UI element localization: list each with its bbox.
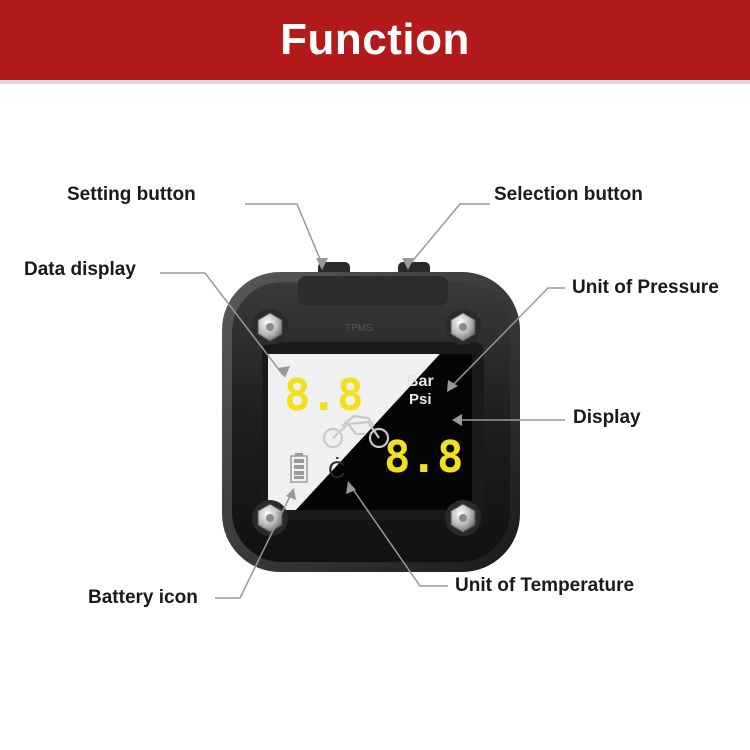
header-divider xyxy=(0,80,750,84)
temperature-digits: 8.8 xyxy=(384,432,463,483)
label-unit-of-pressure: Unit of Pressure xyxy=(572,277,719,298)
pressure-unit-psi: Psi xyxy=(409,391,432,408)
motorcycle-icon xyxy=(322,414,390,449)
device-mark: TPMS xyxy=(345,323,373,334)
hex-screw-icon xyxy=(252,500,288,536)
leader-lines xyxy=(160,203,565,599)
label-battery-icon: Battery icon xyxy=(88,587,198,608)
label-data-display: Data display xyxy=(24,259,136,280)
label-setting-button: Setting button xyxy=(67,184,196,205)
hex-screw-icon xyxy=(445,500,481,536)
pressure-digits: 8.8 xyxy=(284,370,363,421)
hex-screw-icon xyxy=(252,309,288,345)
label-selection-button: Selection button xyxy=(494,184,643,205)
label-unit-of-temperature: Unit of Temperature xyxy=(455,575,635,596)
header-banner: Function xyxy=(0,0,750,80)
hex-screw-icon xyxy=(445,309,481,345)
label-display: Display xyxy=(573,407,641,428)
page-title: Function xyxy=(280,15,470,64)
temperature-unit: Ċ xyxy=(328,456,345,484)
battery-icon xyxy=(290,453,308,483)
pressure-unit-bar: Bar xyxy=(407,373,434,390)
